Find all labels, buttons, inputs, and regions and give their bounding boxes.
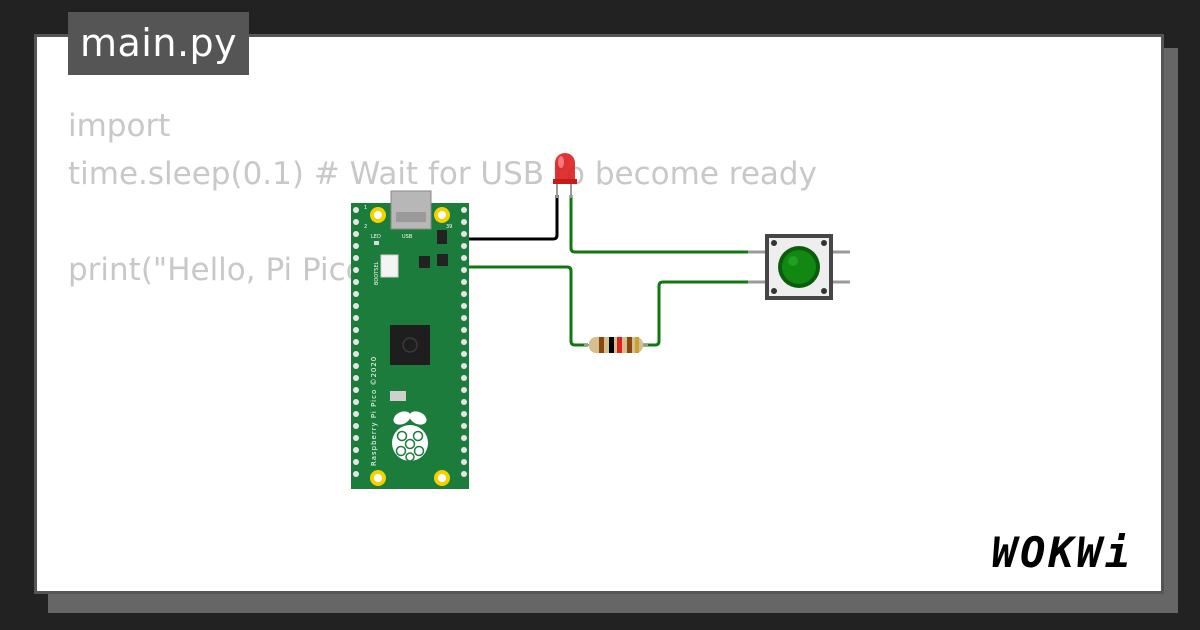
board-usb-label: USB	[402, 234, 413, 240]
board-led-label: LED	[371, 234, 381, 240]
board-bootsel-label: BOOTSEL	[374, 261, 380, 285]
usb-connector	[390, 190, 432, 230]
pi-pico-board[interactable]: 1 2 39 LED USB BOOTSEL Raspberry Pi Pico…	[351, 190, 469, 489]
wokwi-logo: WOKWi	[975, 525, 1150, 580]
red-led[interactable]	[553, 153, 577, 198]
wires	[458, 195, 752, 347]
resistor-to-button-wire[interactable]	[643, 280, 752, 347]
ground-wire[interactable]	[458, 195, 559, 241]
push-button[interactable]	[748, 234, 850, 300]
board-pin-39-label: 39	[446, 224, 452, 230]
code-line: print("Hello, Pi Pico	[68, 252, 365, 288]
board-pin-2-label: 2	[364, 224, 367, 230]
led-to-button-wire[interactable]	[569, 195, 752, 254]
regulator-chip	[437, 230, 447, 244]
rp2040-chip	[390, 325, 430, 365]
pin-pads-right	[461, 207, 467, 477]
bootsel-button[interactable]	[380, 254, 399, 278]
file-tab[interactable]: main.py	[68, 12, 250, 75]
code-preview: import time.sleep(0.1) # Wait for USB to…	[68, 102, 817, 294]
led-chip	[374, 241, 379, 245]
board-name-label: Raspberry Pi Pico ©2020	[370, 356, 378, 466]
wokwi-logo-text: WOKWi	[991, 528, 1134, 577]
pin-pads-left	[353, 207, 359, 477]
code-line: import	[68, 108, 171, 144]
raspberry-logo-icon	[392, 411, 428, 462]
board-to-resistor-wire[interactable]	[458, 265, 588, 347]
board-pin-1-label: 1	[364, 205, 367, 211]
code-line: time.sleep(0.1) # Wait for USB to become…	[68, 156, 817, 192]
preview-card	[34, 34, 1164, 594]
resistor[interactable]	[584, 337, 648, 353]
